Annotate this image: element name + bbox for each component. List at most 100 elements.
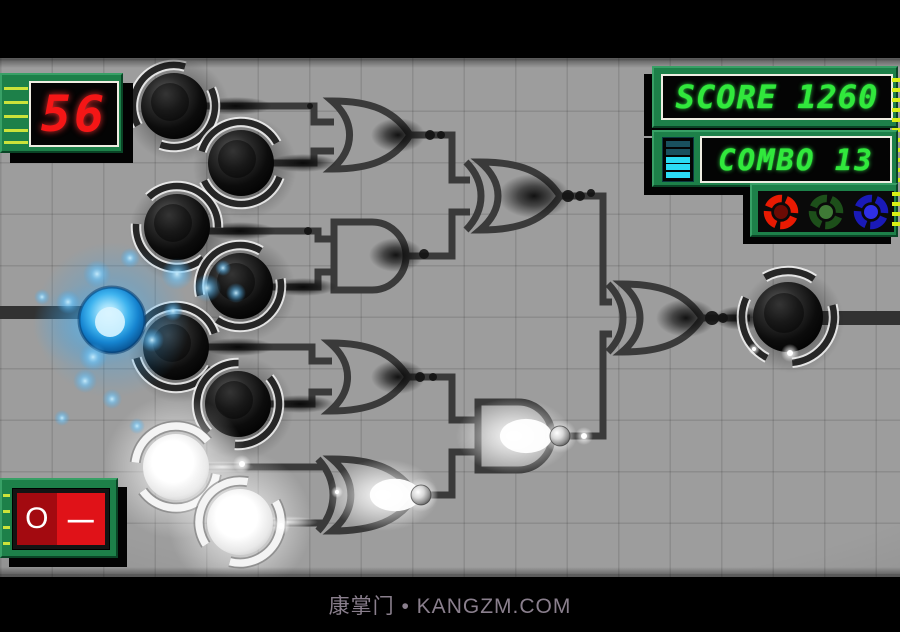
bottom-letterbox-bar: 康掌门 • KANGZM.COM bbox=[0, 577, 900, 632]
gate-or bbox=[320, 339, 413, 415]
dark-signal-dot bbox=[415, 372, 425, 382]
blue-particle bbox=[163, 301, 183, 321]
lit-gate-core bbox=[499, 418, 553, 454]
score-text: SCORE 1260 bbox=[675, 78, 879, 116]
output-node bbox=[736, 265, 844, 373]
combo-meter-segment bbox=[666, 164, 690, 171]
switch-on-label: — bbox=[67, 503, 94, 534]
signal-ball bbox=[549, 425, 571, 447]
blue-particle bbox=[120, 248, 140, 268]
node-sphere bbox=[144, 194, 210, 260]
pcb-trace bbox=[3, 526, 10, 529]
red-core-dot bbox=[773, 204, 788, 219]
blue-particle bbox=[226, 283, 246, 303]
dark-signal-dot bbox=[562, 190, 574, 202]
node-core bbox=[215, 381, 253, 419]
dark-signal-dot bbox=[425, 130, 435, 140]
dark-signal-dot bbox=[575, 191, 585, 201]
dark-signal-dot bbox=[304, 227, 312, 235]
white-particle-core bbox=[752, 347, 756, 351]
white-particle-core bbox=[787, 350, 793, 356]
input-node-8[interactable] bbox=[168, 450, 318, 594]
pcb-trace bbox=[4, 141, 28, 144]
blue-particle bbox=[102, 389, 122, 409]
combo-meter-segment bbox=[666, 156, 690, 163]
node-sphere bbox=[141, 73, 207, 139]
blue-particle bbox=[79, 343, 107, 371]
dark-signal-dot bbox=[718, 313, 728, 323]
pcb-trace-column bbox=[892, 192, 900, 230]
node-core bbox=[764, 293, 804, 333]
blue-particle bbox=[193, 274, 221, 302]
signal-shadow-blob bbox=[371, 360, 425, 394]
score-panel: SCORE 1260 bbox=[652, 66, 898, 128]
blue-particle bbox=[161, 258, 193, 290]
node-sphere bbox=[208, 130, 274, 196]
pcb-trace bbox=[3, 494, 10, 497]
dark-signal-dot bbox=[429, 373, 437, 381]
switch-off-label: O bbox=[25, 502, 49, 535]
input-node-2[interactable] bbox=[188, 110, 297, 219]
power-switch-bezel: O — bbox=[12, 488, 110, 550]
pcb-trace bbox=[4, 129, 28, 132]
red-ring-icon bbox=[763, 194, 798, 229]
blue-particle bbox=[83, 260, 111, 288]
white-particle-core bbox=[581, 433, 587, 439]
green-core-dot bbox=[818, 204, 833, 219]
power-switch-on-half[interactable]: — bbox=[56, 493, 105, 545]
node-ring bbox=[195, 477, 285, 567]
power-switch[interactable]: O — bbox=[17, 493, 105, 545]
wire bbox=[406, 208, 470, 260]
timer-value: 56 bbox=[40, 85, 108, 143]
dark-signal-dot bbox=[437, 131, 445, 139]
power-switch-panel: O — bbox=[0, 478, 118, 558]
blue-particle bbox=[54, 410, 70, 426]
timer-panel: 56 bbox=[0, 73, 123, 153]
blue-particle bbox=[56, 290, 80, 314]
combo-display: COMBO 13 bbox=[700, 136, 892, 183]
dark-signal-dot bbox=[419, 249, 429, 259]
channel-button-red[interactable] bbox=[761, 192, 801, 232]
node-sphere bbox=[207, 489, 273, 555]
dark-signal-dot bbox=[705, 311, 719, 325]
pcb-trace bbox=[4, 87, 28, 90]
node-core bbox=[218, 140, 256, 178]
white-particle-core bbox=[278, 523, 284, 529]
top-letterbox-bar bbox=[0, 0, 900, 58]
blue-core-dot bbox=[864, 204, 879, 219]
green-ring-icon bbox=[808, 194, 844, 229]
blue-particle bbox=[140, 328, 164, 352]
blue-particle bbox=[73, 369, 97, 393]
signal-shadow-blob bbox=[369, 238, 423, 272]
signal-shadow-blob bbox=[371, 118, 425, 152]
blue-particle bbox=[34, 289, 50, 305]
channel-button-blue[interactable] bbox=[851, 192, 891, 232]
combo-meter-segment bbox=[666, 148, 690, 155]
pcb-trace bbox=[3, 542, 10, 545]
channel-button-green[interactable] bbox=[806, 192, 846, 232]
watermark-text: 康掌门 • KANGZM.COM bbox=[328, 594, 572, 618]
pcb-trace bbox=[4, 101, 28, 104]
node-sphere bbox=[753, 282, 823, 352]
combo-meter bbox=[662, 137, 694, 182]
wire bbox=[558, 192, 612, 306]
channel-buttons-row bbox=[758, 191, 894, 232]
node-core bbox=[154, 204, 192, 242]
pcb-trace bbox=[3, 510, 10, 513]
pcb-trace bbox=[4, 115, 28, 118]
white-particle-core bbox=[239, 461, 245, 467]
dark-signal-dot bbox=[307, 103, 313, 109]
combo-text: COMBO 13 bbox=[718, 142, 874, 177]
dark-signal-dot bbox=[587, 189, 595, 197]
score-display: SCORE 1260 bbox=[661, 74, 893, 120]
timer-display: 56 bbox=[29, 81, 119, 147]
blue-ring-icon bbox=[854, 194, 889, 229]
blue-particle bbox=[215, 260, 231, 276]
node-core bbox=[151, 83, 189, 121]
signal-shadow-blob bbox=[656, 299, 716, 337]
combo-meter-segment bbox=[666, 141, 690, 147]
power-switch-off-half[interactable]: O bbox=[17, 493, 57, 545]
node-ring bbox=[738, 267, 838, 367]
